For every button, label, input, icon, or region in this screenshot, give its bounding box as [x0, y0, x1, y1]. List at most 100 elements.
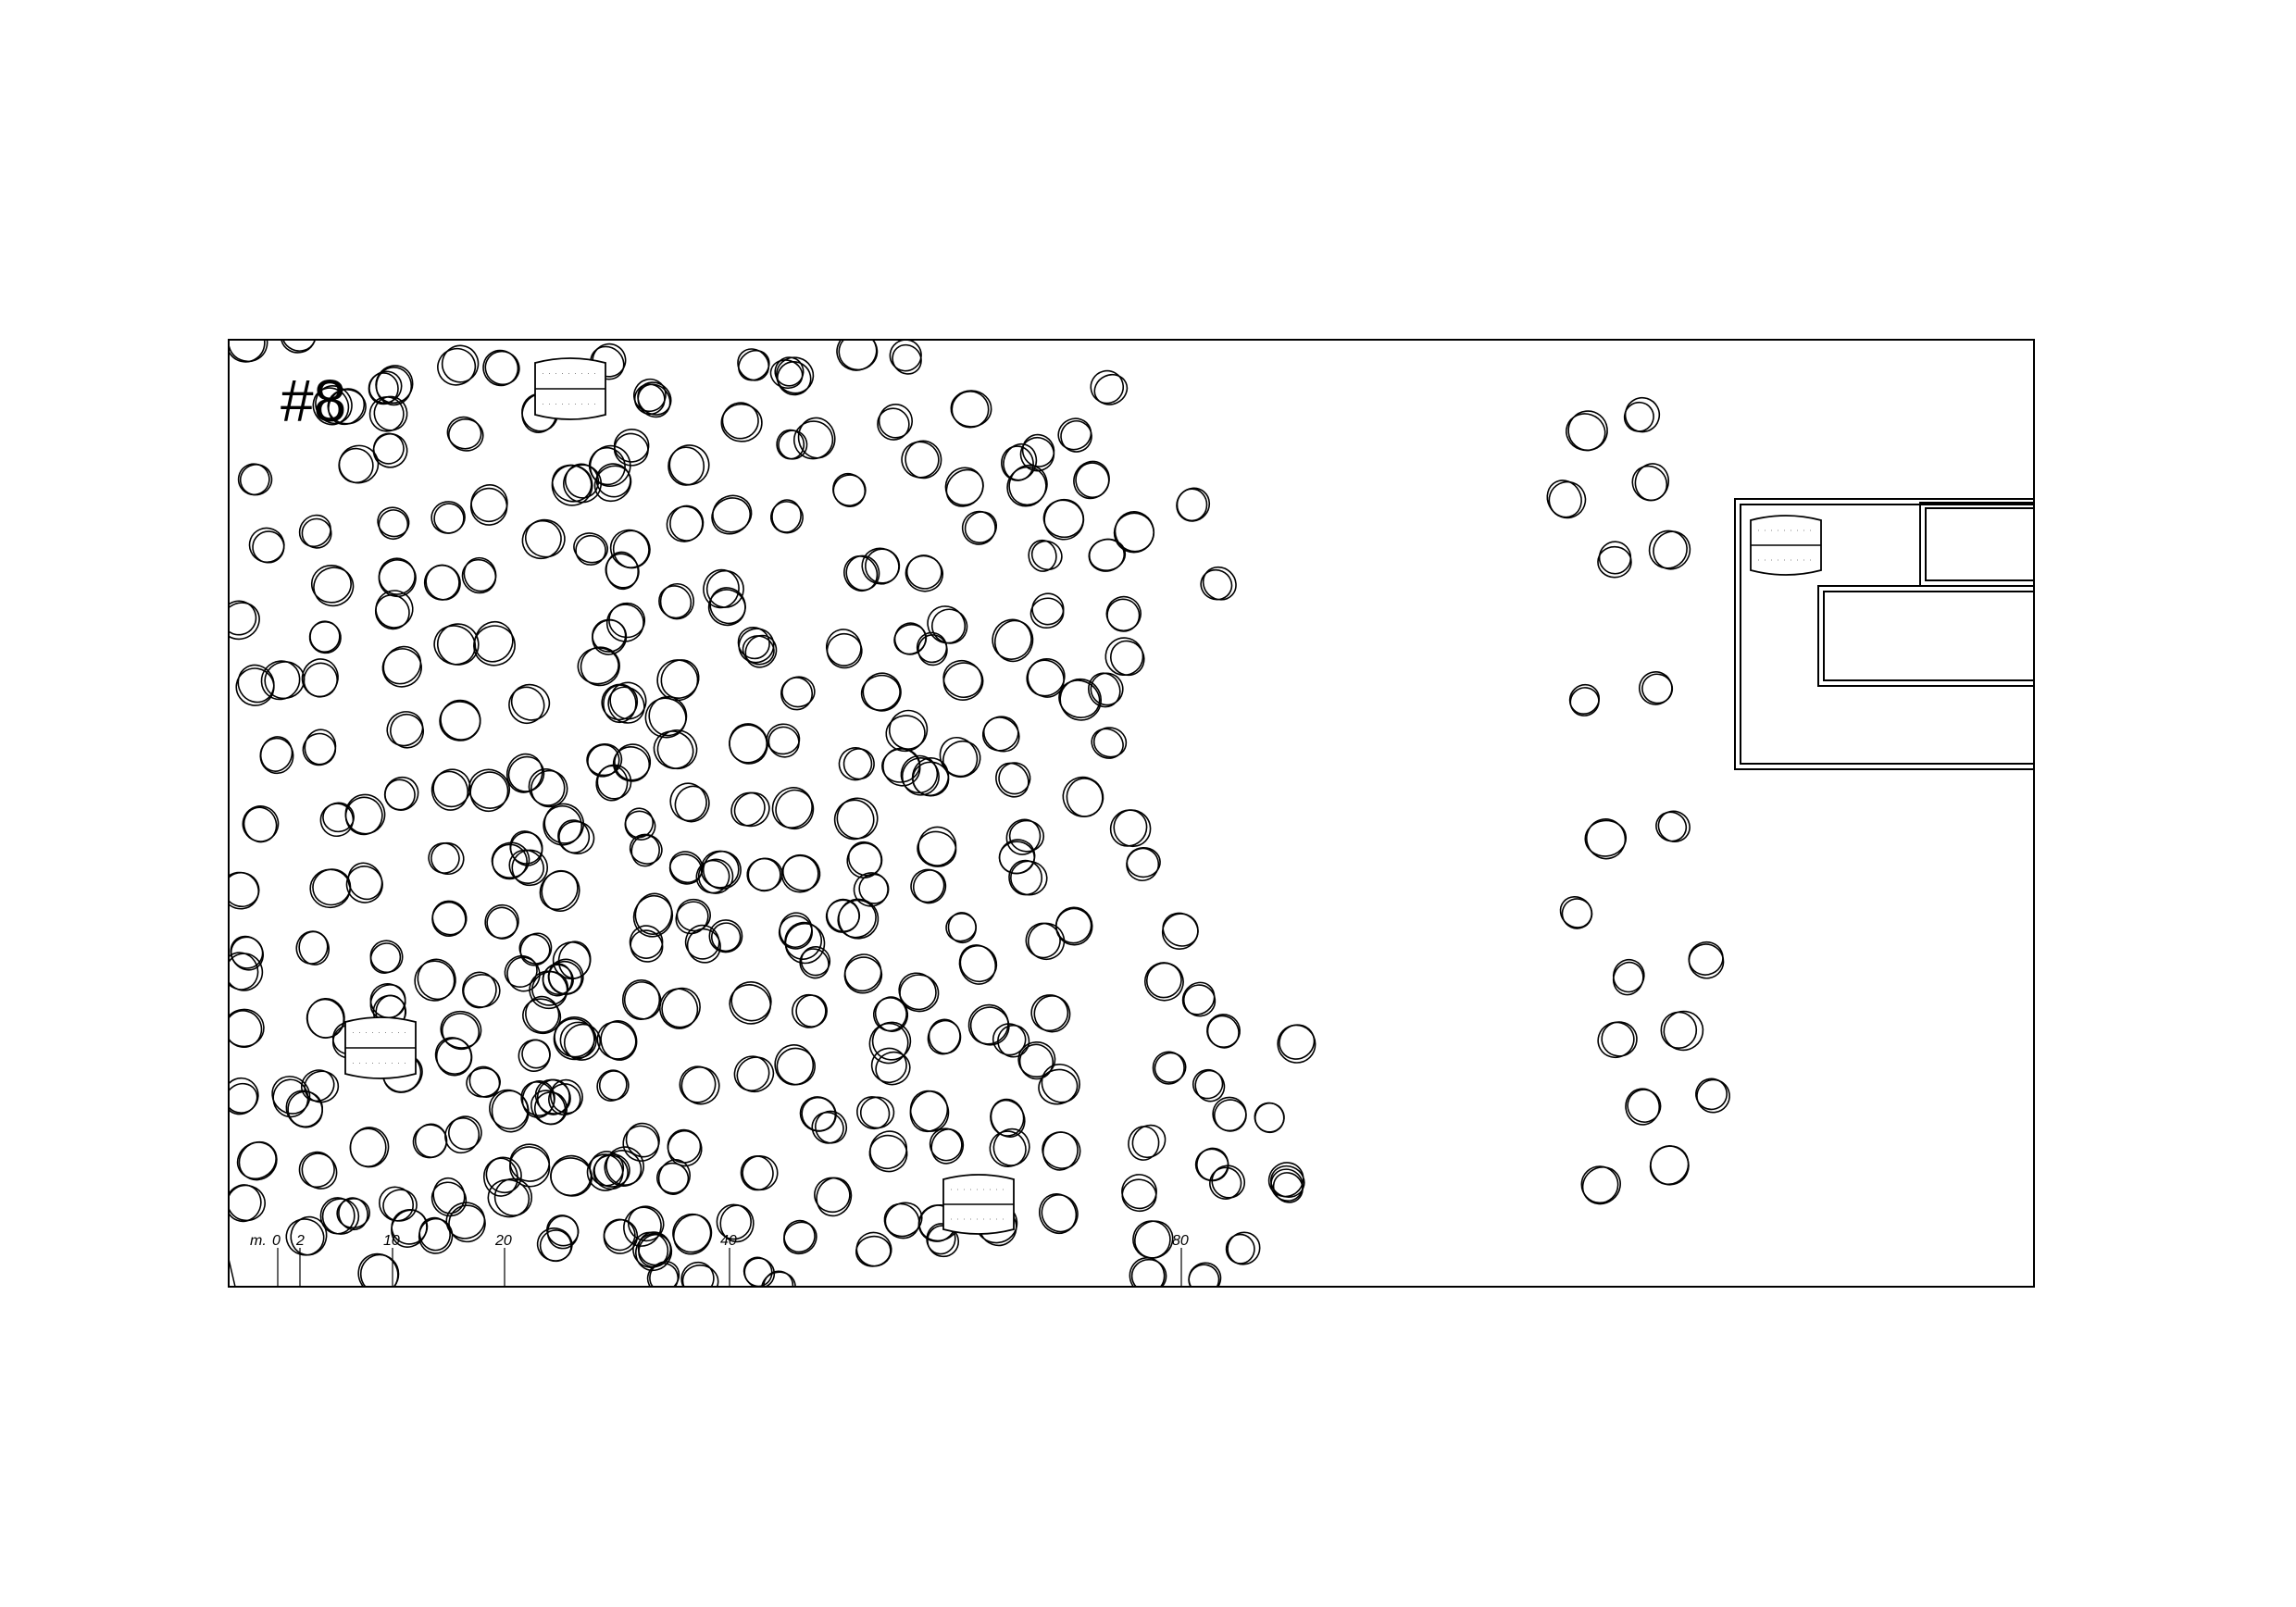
tree-canopy: [612, 743, 652, 782]
tree-canopy: [521, 518, 566, 560]
tree-canopy: [653, 729, 698, 770]
tree-canopy: [1057, 417, 1092, 453]
tree-canopy: [505, 753, 545, 793]
tree-canopy: [1584, 818, 1628, 860]
tree-canopy: [707, 587, 746, 627]
tree-canopy: [775, 356, 815, 396]
scale-unit-label: m.: [250, 1233, 267, 1249]
tree-canopy: [868, 1130, 908, 1173]
tree-canopy: [981, 716, 1020, 753]
tree-canopy: [336, 1197, 370, 1231]
tree-canopy: [637, 381, 672, 418]
tree-canopy: [872, 996, 909, 1032]
tree-canopy: [623, 1205, 665, 1247]
svg-text:10: 10: [383, 1233, 400, 1249]
tree-canopy: [833, 797, 879, 841]
scale-edge-tick: [228, 1258, 236, 1288]
scale-tick-10: 10: [383, 1233, 400, 1287]
tree-canopy: [1200, 566, 1237, 601]
tree-canopy: [668, 444, 710, 486]
tree-canopy: [557, 819, 595, 854]
tree-canopy: [666, 505, 705, 542]
tree-canopy: [462, 971, 501, 1009]
tree-canopy: [1194, 1147, 1229, 1182]
tree-canopy: [929, 1127, 965, 1165]
tree-canopy: [229, 952, 264, 991]
tree-canopy: [838, 747, 875, 781]
tree-canopy: [1254, 1102, 1285, 1134]
tree-canopy: [235, 664, 275, 706]
tree-canopy: [1580, 1165, 1621, 1205]
tree-canopy: [302, 729, 337, 766]
tree-canopy: [927, 605, 968, 644]
tree-canopy: [1546, 480, 1587, 519]
tree-canopy: [484, 903, 519, 940]
tree-canopy: [927, 1018, 962, 1055]
tree-canopy: [1688, 941, 1725, 979]
tree-canopy: [1566, 410, 1608, 452]
tree-canopy: [1152, 1051, 1187, 1085]
tree-canopy: [1161, 912, 1199, 951]
tree-canopy: [740, 1155, 779, 1191]
tree-canopy: [229, 1008, 265, 1048]
tree-canopy: [1008, 859, 1048, 896]
tree-canopy: [534, 1078, 571, 1115]
tree-canopy: [1039, 1193, 1079, 1235]
tree-canopy: [604, 1146, 644, 1187]
tree-canopy: [430, 501, 466, 534]
tree-canopy: [1019, 433, 1055, 472]
tree-canopy: [730, 791, 770, 828]
tree-canopy: [656, 1159, 691, 1195]
tree-canopy: [428, 841, 465, 876]
tree-canopy: [1568, 683, 1601, 716]
tree-canopy: [893, 622, 928, 655]
tree-canopy: [737, 348, 770, 381]
tree-canopy: [770, 499, 804, 534]
scale-bar: m. 0 2 10 20 40 80: [228, 1233, 1189, 1288]
tree-canopy: [386, 711, 425, 749]
tree-canopy: [518, 932, 553, 966]
tree-canopy: [843, 953, 883, 994]
tree-canopy: [236, 1140, 278, 1181]
tree-canopy: [1054, 906, 1093, 946]
tree-canopy: [229, 1077, 259, 1115]
tree-canopy: [700, 850, 742, 890]
bench: [942, 1174, 1015, 1235]
scale-tick-0: 0: [272, 1233, 281, 1287]
tree-canopy: [550, 1154, 593, 1197]
tree-canopy: [1113, 511, 1154, 554]
tree-canopy: [586, 1151, 625, 1191]
tree-canopy: [1129, 1257, 1167, 1287]
tree-canopy: [1631, 463, 1670, 502]
tree-canopy: [799, 1096, 837, 1132]
tree-canopy: [784, 921, 826, 965]
tree-canopy: [911, 757, 950, 797]
tree-canopy: [372, 432, 408, 468]
tree-canopy: [1026, 657, 1066, 698]
tree-canopy: [357, 1252, 400, 1287]
tree-canopy: [1649, 1145, 1690, 1186]
tree-canopy: [995, 762, 1031, 798]
tree-canopy: [319, 1197, 360, 1235]
svg-text:0: 0: [272, 1233, 281, 1249]
tree-canopy: [766, 723, 801, 758]
tree-canopy: [783, 1219, 817, 1255]
tree-canopy: [860, 672, 902, 712]
tree-canopy: [836, 340, 879, 371]
tree-canopy: [613, 429, 650, 467]
tree-canopy: [742, 634, 778, 668]
tree-canopy: [1655, 810, 1691, 842]
tree-canopy: [1038, 1064, 1080, 1105]
tree-canopy: [711, 494, 753, 535]
tree-canopy: [473, 620, 516, 666]
tree-canopy: [1639, 671, 1674, 705]
tree-canopy: [774, 1044, 816, 1086]
tree-canopy: [1109, 809, 1152, 848]
tree-canopy: [433, 623, 480, 666]
bench: [534, 357, 606, 420]
tree-canopy: [832, 472, 867, 507]
tree-canopy: [553, 1016, 596, 1061]
tree-canopy: [799, 946, 831, 979]
tree-canopy: [381, 645, 422, 688]
tree-canopy: [295, 930, 331, 965]
